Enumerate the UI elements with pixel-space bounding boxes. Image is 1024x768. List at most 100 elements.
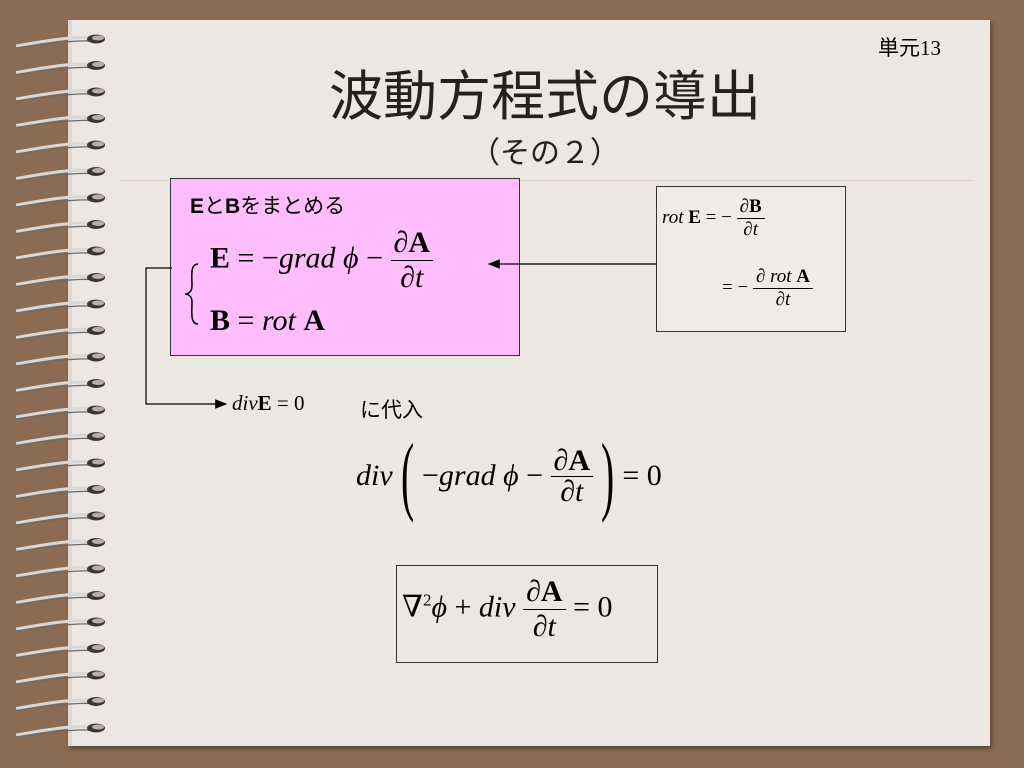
box-label: EとBをまとめる bbox=[190, 195, 346, 218]
divergence-expansion: div(−grad ϕ − ∂A∂t)= 0 bbox=[356, 427, 662, 524]
spiral-wire-shadow bbox=[15, 358, 91, 367]
spiral-hole-highlight bbox=[92, 221, 104, 226]
spiral-wire bbox=[15, 168, 91, 180]
spiral-wire bbox=[15, 698, 91, 710]
spiral-hole-highlight bbox=[92, 380, 104, 385]
spiral-wire-shadow bbox=[15, 649, 91, 659]
spiral-wire-shadow bbox=[15, 252, 91, 261]
spiral-hole-highlight bbox=[92, 724, 104, 730]
result-equation-box bbox=[396, 565, 658, 663]
rot-e-equation: rot E = − ∂B∂t bbox=[662, 196, 765, 241]
spiral-wire bbox=[15, 354, 91, 366]
spiral-wire bbox=[15, 513, 91, 525]
spiral-hole-highlight bbox=[92, 539, 104, 544]
spiral-wire-shadow bbox=[15, 623, 91, 632]
spiral-hole-highlight bbox=[92, 698, 104, 703]
spiral-wire bbox=[15, 115, 91, 127]
spiral-wire-shadow bbox=[15, 676, 91, 685]
spiral-wire-shadow bbox=[15, 146, 91, 155]
spiral-hole-highlight bbox=[92, 671, 104, 677]
spiral-hole-highlight bbox=[92, 618, 104, 624]
spiral-hole-highlight bbox=[92, 35, 104, 41]
spiral-hole-highlight bbox=[92, 459, 104, 465]
spiral-wire-shadow bbox=[15, 40, 91, 49]
spiral-wire-shadow bbox=[15, 172, 91, 182]
spiral-hole-highlight bbox=[92, 274, 104, 279]
spiral-hole-highlight bbox=[92, 353, 104, 359]
spiral-wire bbox=[15, 672, 91, 684]
slide-page bbox=[68, 20, 990, 746]
divider bbox=[120, 180, 972, 181]
spiral-wire bbox=[15, 433, 91, 445]
spiral-binding bbox=[15, 34, 105, 738]
spiral-wire bbox=[15, 274, 91, 286]
spiral-hole-highlight bbox=[92, 141, 104, 147]
unit-number: 単元13 bbox=[878, 36, 941, 60]
spiral-wire-shadow bbox=[15, 437, 91, 447]
spiral-hole-highlight bbox=[92, 486, 104, 491]
spiral-wire-shadow bbox=[15, 596, 91, 606]
spiral-wire bbox=[15, 460, 91, 472]
spiral-wire bbox=[15, 327, 91, 339]
spiral-wire bbox=[15, 725, 91, 737]
spiral-hole-highlight bbox=[92, 247, 104, 253]
spiral-wire-shadow bbox=[15, 517, 91, 526]
spiral-wire bbox=[15, 36, 91, 48]
result-equation: ∇2ϕ + div ∂A∂t = 0 bbox=[402, 575, 613, 643]
spiral-hole-highlight bbox=[92, 645, 104, 650]
e-field-equation: E = −grad ϕ − ∂A∂t bbox=[210, 226, 433, 295]
spiral-wire bbox=[15, 592, 91, 604]
spiral-wire-shadow bbox=[15, 464, 91, 473]
spiral-wire-shadow bbox=[15, 93, 91, 102]
spiral-wire-shadow bbox=[15, 570, 91, 579]
potential-definition-box bbox=[170, 178, 520, 356]
spiral-wire bbox=[15, 195, 91, 207]
spiral-hole-highlight bbox=[92, 327, 104, 332]
spiral-wire-shadow bbox=[15, 225, 91, 235]
spiral-wire bbox=[15, 62, 91, 74]
spiral-hole-highlight bbox=[92, 115, 104, 120]
spiral-hole-highlight bbox=[92, 406, 104, 412]
spiral-wire bbox=[15, 645, 91, 657]
spiral-wire-shadow bbox=[15, 702, 91, 712]
spiral-wire bbox=[15, 539, 91, 551]
spiral-wire-shadow bbox=[15, 543, 91, 553]
spiral-wire-shadow bbox=[15, 199, 91, 208]
spiral-wire-shadow bbox=[15, 66, 91, 76]
spiral-hole-highlight bbox=[92, 168, 104, 173]
spiral-hole-highlight bbox=[92, 88, 104, 94]
div-e-equation: divE = 0 bbox=[232, 391, 305, 415]
spiral-wire-shadow bbox=[15, 411, 91, 420]
spiral-wire-shadow bbox=[15, 331, 91, 341]
spiral-wire-shadow bbox=[15, 490, 91, 500]
faraday-law-box bbox=[656, 186, 846, 332]
spiral-wire bbox=[15, 248, 91, 260]
spiral-wire bbox=[15, 407, 91, 419]
spiral-hole-highlight bbox=[92, 433, 104, 438]
spiral-hole-highlight bbox=[92, 194, 104, 200]
substitute-label: に代入 bbox=[360, 398, 423, 422]
spiral-wire bbox=[15, 566, 91, 578]
spiral-wire-shadow bbox=[15, 729, 91, 738]
spiral-wire bbox=[15, 89, 91, 101]
page-title: 波動方程式の導出 bbox=[329, 65, 761, 128]
spiral-wire bbox=[15, 380, 91, 392]
spiral-hole-highlight bbox=[92, 565, 104, 571]
spiral-wire-shadow bbox=[15, 384, 91, 394]
curly-brace bbox=[184, 263, 199, 325]
b-field-equation: B = rot A bbox=[210, 304, 326, 337]
spiral-wire bbox=[15, 301, 91, 313]
spiral-wire-shadow bbox=[15, 119, 91, 129]
spiral-hole-highlight bbox=[92, 62, 104, 67]
spiral-wire-shadow bbox=[15, 278, 91, 288]
spiral-wire-shadow bbox=[15, 305, 91, 314]
rot-e-equation-line2: = − ∂ rot A∂t bbox=[722, 266, 814, 311]
spiral-wire bbox=[15, 486, 91, 498]
spiral-hole-highlight bbox=[92, 592, 104, 597]
spiral-wire bbox=[15, 221, 91, 233]
spiral-wire bbox=[15, 142, 91, 154]
spiral-hole-highlight bbox=[92, 512, 104, 518]
spiral-hole-highlight bbox=[92, 300, 104, 306]
spiral-wire bbox=[15, 619, 91, 631]
